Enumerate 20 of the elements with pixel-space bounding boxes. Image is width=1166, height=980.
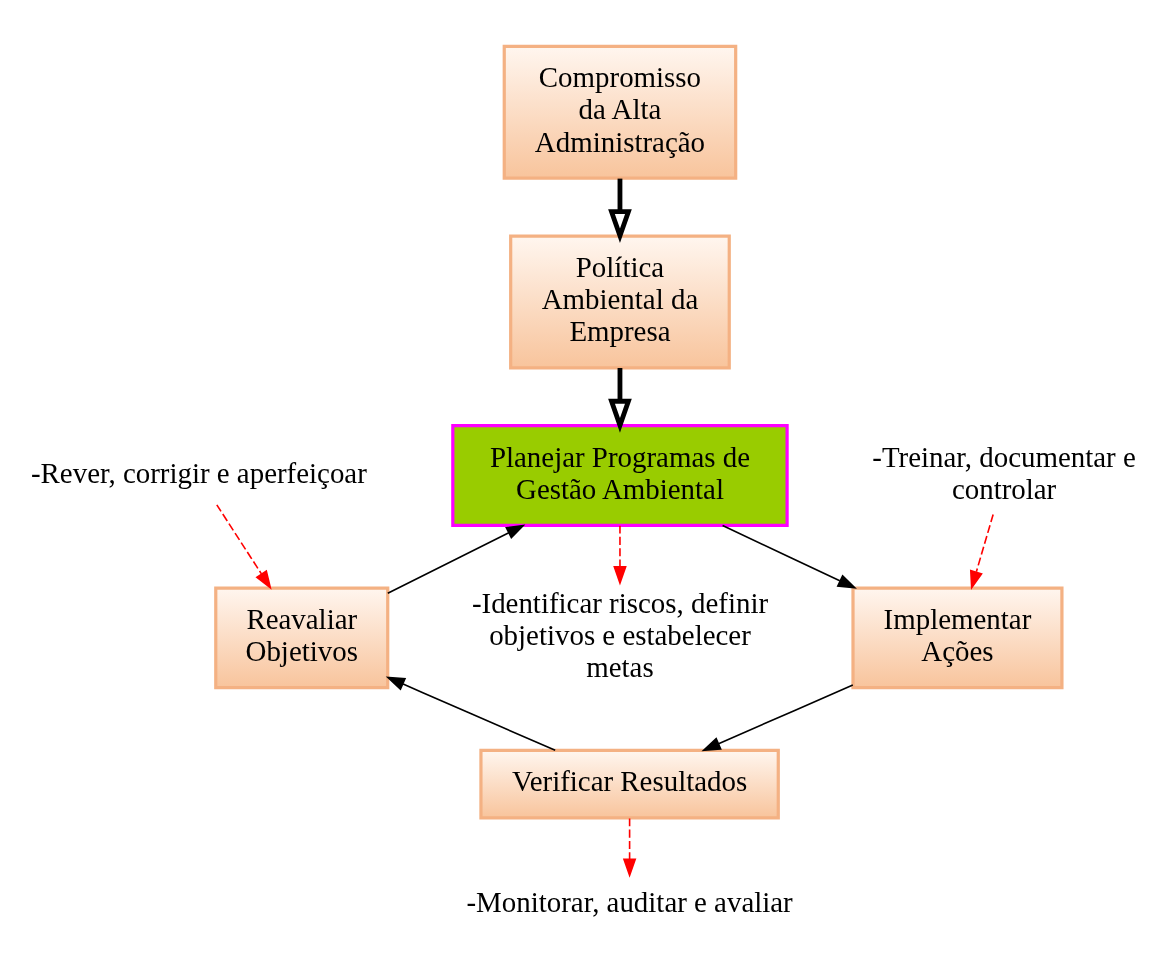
node-text: -Identificar riscos, definir objetivos e estabelecer metas xyxy=(471,586,769,684)
arrow xyxy=(216,504,272,590)
node-box: Política Ambiental da Empresa xyxy=(509,234,731,370)
arrow xyxy=(387,524,526,595)
node-text: -Rever, corrigir e aperfeiçoar xyxy=(30,456,367,489)
arrow xyxy=(608,367,632,433)
arrow xyxy=(608,178,632,244)
node-box: Planejar Programas de Gestão Ambiental xyxy=(451,424,789,527)
arrow xyxy=(701,684,854,752)
node-box: Compromisso da Alta Administração xyxy=(502,44,738,180)
arrow xyxy=(721,524,857,589)
node-text: -Monitorar, auditar e avaliar xyxy=(466,885,793,918)
node-box: Implementar Ações xyxy=(851,586,1064,690)
arrow xyxy=(969,513,994,591)
node-box: Verificar Resultados xyxy=(479,748,780,820)
node-box: Reavaliar Objetivos xyxy=(214,586,390,690)
arrow xyxy=(385,676,556,752)
arrow xyxy=(622,817,637,878)
node-text: -Treinar, documentar e controlar xyxy=(872,440,1136,505)
arrow xyxy=(613,524,627,586)
